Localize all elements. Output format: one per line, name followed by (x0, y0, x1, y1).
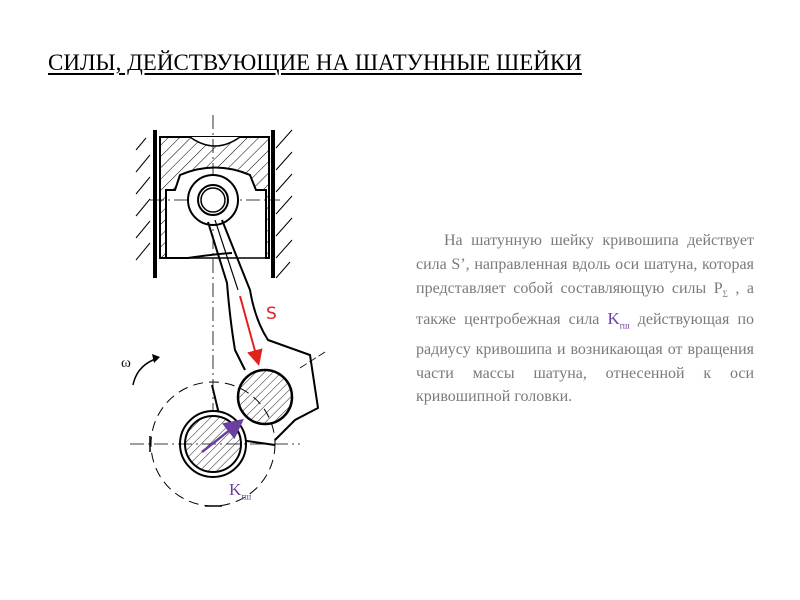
k-symbol-text: K (607, 308, 620, 328)
cylinder-wall-left (135, 137, 151, 261)
k-subscript: rш (241, 491, 252, 502)
paragraph-part-1: На шатунную шейку кривошипа действует си… (416, 232, 754, 297)
paragraph-part-2: , а также центробежная сила (416, 279, 754, 328)
k-symbol: K (229, 480, 242, 499)
slide-title: СИЛЫ, ДЕЙСТВУЮЩИЕ НА ШАТУННЫЕ ШЕЙКИ (48, 50, 582, 75)
k-rsh-symbol: Krш (607, 308, 630, 330)
k-force-arrow (201, 418, 244, 453)
s-force-label: S (266, 304, 277, 324)
description-paragraph: На шатунную шейку кривошипа действует си… (416, 229, 754, 409)
k-subscript-text: rш (619, 319, 630, 330)
p-subscript: Σ (722, 288, 728, 299)
k-force-label: Krш (229, 480, 251, 501)
p-symbol: P (713, 279, 723, 297)
s-force-arrow (239, 295, 263, 366)
paragraph-part-3: действующая по радиусу кривошипа и возни… (416, 310, 755, 406)
omega-label: ω (121, 355, 131, 371)
cylinder-wall-right (275, 129, 293, 279)
p-sigma-symbol: PΣ (713, 279, 728, 299)
